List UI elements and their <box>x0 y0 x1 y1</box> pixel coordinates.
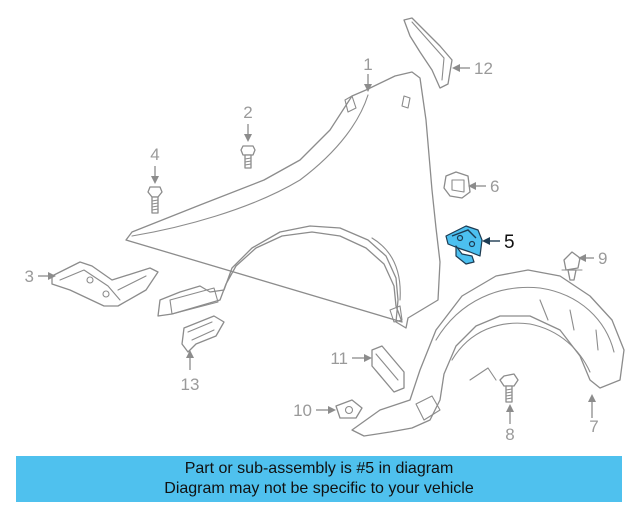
info-banner: Part or sub-assembly is #5 in diagram Di… <box>16 456 622 502</box>
callout-4: 4 <box>150 145 159 164</box>
part-12-upper-seal <box>403 17 453 89</box>
callout-11: 11 <box>330 349 348 368</box>
callout-3: 3 <box>25 267 34 286</box>
callout-7: 7 <box>589 417 598 436</box>
part-10-clip <box>335 399 363 419</box>
part-7-fender-liner <box>351 269 625 437</box>
callout-8: 8 <box>505 425 514 444</box>
part-13-bracket <box>181 315 225 353</box>
callout-2: 2 <box>243 103 252 122</box>
banner-line-part: Part or sub-assembly is #5 in diagram <box>184 460 454 477</box>
callout-9: 9 <box>598 249 607 268</box>
part-2-bolt <box>240 145 256 169</box>
callout-12: 12 <box>474 59 493 78</box>
part-6-clip <box>443 171 471 199</box>
part-3-bracket <box>51 261 159 307</box>
part-11-pad <box>371 345 405 393</box>
part-4-screw <box>147 186 163 214</box>
callout-labels: 1 2 3 4 5 6 7 8 9 10 11 12 13 <box>25 55 608 444</box>
callout-10: 10 <box>293 401 312 420</box>
callout-13: 13 <box>181 375 200 394</box>
part-9-push-clip <box>561 251 583 281</box>
callout-1: 1 <box>363 55 372 74</box>
banner-line-disclaimer: Diagram may not be specific to your vehi… <box>164 480 474 497</box>
part-5-bracket-highlighted <box>445 225 483 265</box>
callout-5: 5 <box>504 232 515 253</box>
leader-lines <box>38 64 596 424</box>
callout-6: 6 <box>490 177 499 196</box>
part-1-fender <box>125 71 441 329</box>
part-8-screw <box>499 373 519 403</box>
